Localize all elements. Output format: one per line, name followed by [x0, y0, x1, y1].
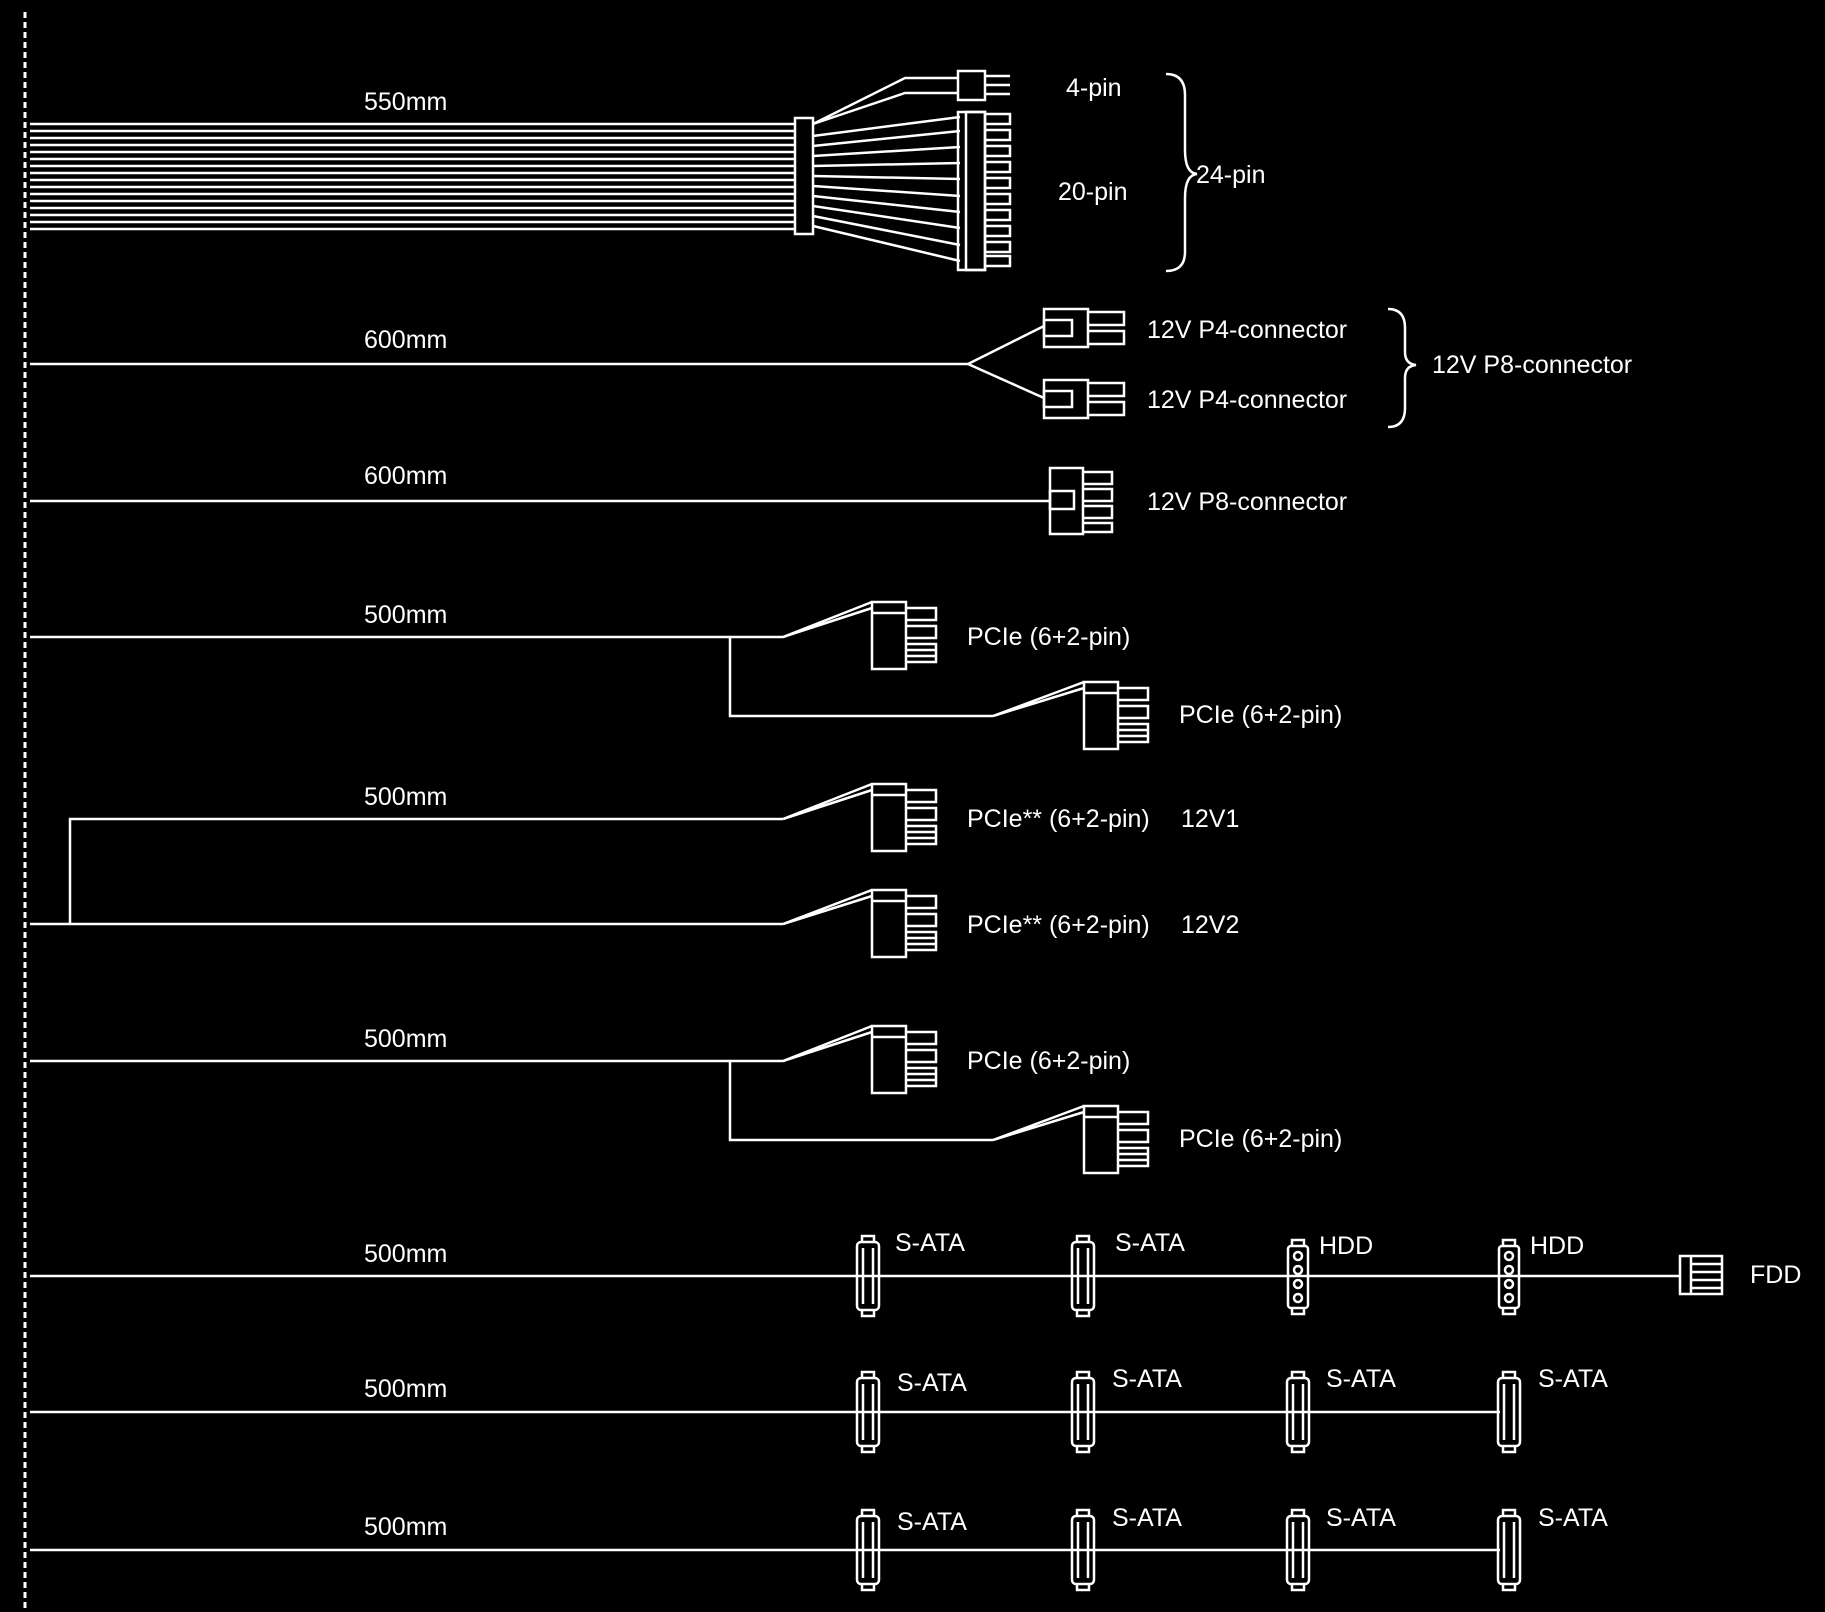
sata-connector [1496, 1370, 1522, 1454]
atx-20pin-connector [956, 110, 1012, 272]
connector-label-sata: S-ATA [897, 1369, 967, 1397]
sata-connector [1285, 1508, 1311, 1592]
sata-cable-1 [30, 1370, 1522, 1454]
p8-connector [1048, 466, 1114, 536]
sata-hdd-fdd-cable [30, 1234, 1724, 1318]
atx-fanout-wires [812, 76, 961, 263]
molex-connector [1497, 1238, 1521, 1316]
pcie-dual-rail-cable [30, 782, 938, 959]
cable-sleeve-clip [793, 116, 815, 236]
pcie-connector [870, 782, 938, 853]
cable-length-label: 550mm [364, 88, 447, 116]
connector-label-sata: S-ATA [897, 1508, 967, 1536]
connector-label-4pin: 4-pin [1066, 74, 1122, 102]
p8-cable [30, 466, 1114, 536]
sata-cable-2 [30, 1508, 1522, 1592]
atx-wire-bundle [30, 122, 795, 231]
cable-length-label: 500mm [364, 1025, 447, 1053]
pcie-connector [1082, 680, 1150, 751]
connector-label-hdd: HDD [1319, 1232, 1373, 1260]
connector-label-sata: S-ATA [1538, 1504, 1608, 1532]
p4-connector-top [1042, 307, 1126, 349]
pcie-cable-2 [30, 1024, 1150, 1175]
connector-label-sata: S-ATA [1326, 1365, 1396, 1393]
atx-24pin-cable [30, 69, 1198, 273]
p4-connector-bottom [1042, 378, 1126, 420]
sata-connector [1070, 1370, 1096, 1454]
connector-label-pcie: PCIe (6+2-pin) [1179, 701, 1342, 729]
connector-label-hdd: HDD [1530, 1232, 1584, 1260]
p8-brace [1387, 307, 1417, 429]
rail-label: 12V1 [1181, 805, 1239, 833]
connector-label-p4: 12V P4-connector [1147, 316, 1347, 344]
sata-connector [1496, 1508, 1522, 1592]
connector-label-sata: S-ATA [1112, 1504, 1182, 1532]
cable-length-label: 600mm [364, 462, 447, 490]
fdd-connector [1678, 1254, 1724, 1296]
connector-label-pcie: PCIe** (6+2-pin) [967, 805, 1150, 833]
pcie-cable-1 [30, 600, 1150, 751]
sata-connector [855, 1370, 881, 1454]
molex-connector [1286, 1238, 1310, 1316]
connector-label-sata: S-ATA [1326, 1504, 1396, 1532]
sata-connector [1285, 1370, 1311, 1454]
connector-label-sata: S-ATA [895, 1229, 965, 1257]
connector-label-fdd: FDD [1750, 1261, 1801, 1289]
connector-label-pcie: PCIe (6+2-pin) [967, 1047, 1130, 1075]
connector-label-sata: S-ATA [1112, 1365, 1182, 1393]
connector-label-p8: 12V P8-connector [1147, 488, 1347, 516]
sata-connector [855, 1508, 881, 1592]
cable-length-label: 500mm [364, 783, 447, 811]
connector-label-20pin: 20-pin [1058, 178, 1128, 206]
sata-connector [1070, 1234, 1096, 1318]
sata-connector [1070, 1508, 1096, 1592]
sata-connector [855, 1234, 881, 1318]
cable-length-label: 500mm [364, 601, 447, 629]
cable-length-label: 500mm [364, 1375, 447, 1403]
cable-length-label: 600mm [364, 326, 447, 354]
connector-label-p8-group: 12V P8-connector [1432, 351, 1632, 379]
pcie-connector [870, 600, 938, 671]
pcie-connector [1082, 1104, 1150, 1175]
pcie-connector [870, 1024, 938, 1095]
24pin-brace [1165, 72, 1198, 273]
connector-label-p4: 12V P4-connector [1147, 386, 1347, 414]
connector-label-pcie: PCIe (6+2-pin) [1179, 1125, 1342, 1153]
atx-4pin-connector [956, 69, 1010, 102]
rail-label: 12V2 [1181, 911, 1239, 939]
connector-label-pcie: PCIe** (6+2-pin) [967, 911, 1150, 939]
connector-label-pcie: PCIe (6+2-pin) [967, 623, 1130, 651]
connector-label-24pin: 24-pin [1196, 161, 1266, 189]
cable-length-label: 500mm [364, 1240, 447, 1268]
cable-length-label: 500mm [364, 1513, 447, 1541]
connector-label-sata: S-ATA [1538, 1365, 1608, 1393]
pcie-connector [870, 888, 938, 959]
connector-label-sata: S-ATA [1115, 1229, 1185, 1257]
p4-split-cable [30, 307, 1417, 429]
